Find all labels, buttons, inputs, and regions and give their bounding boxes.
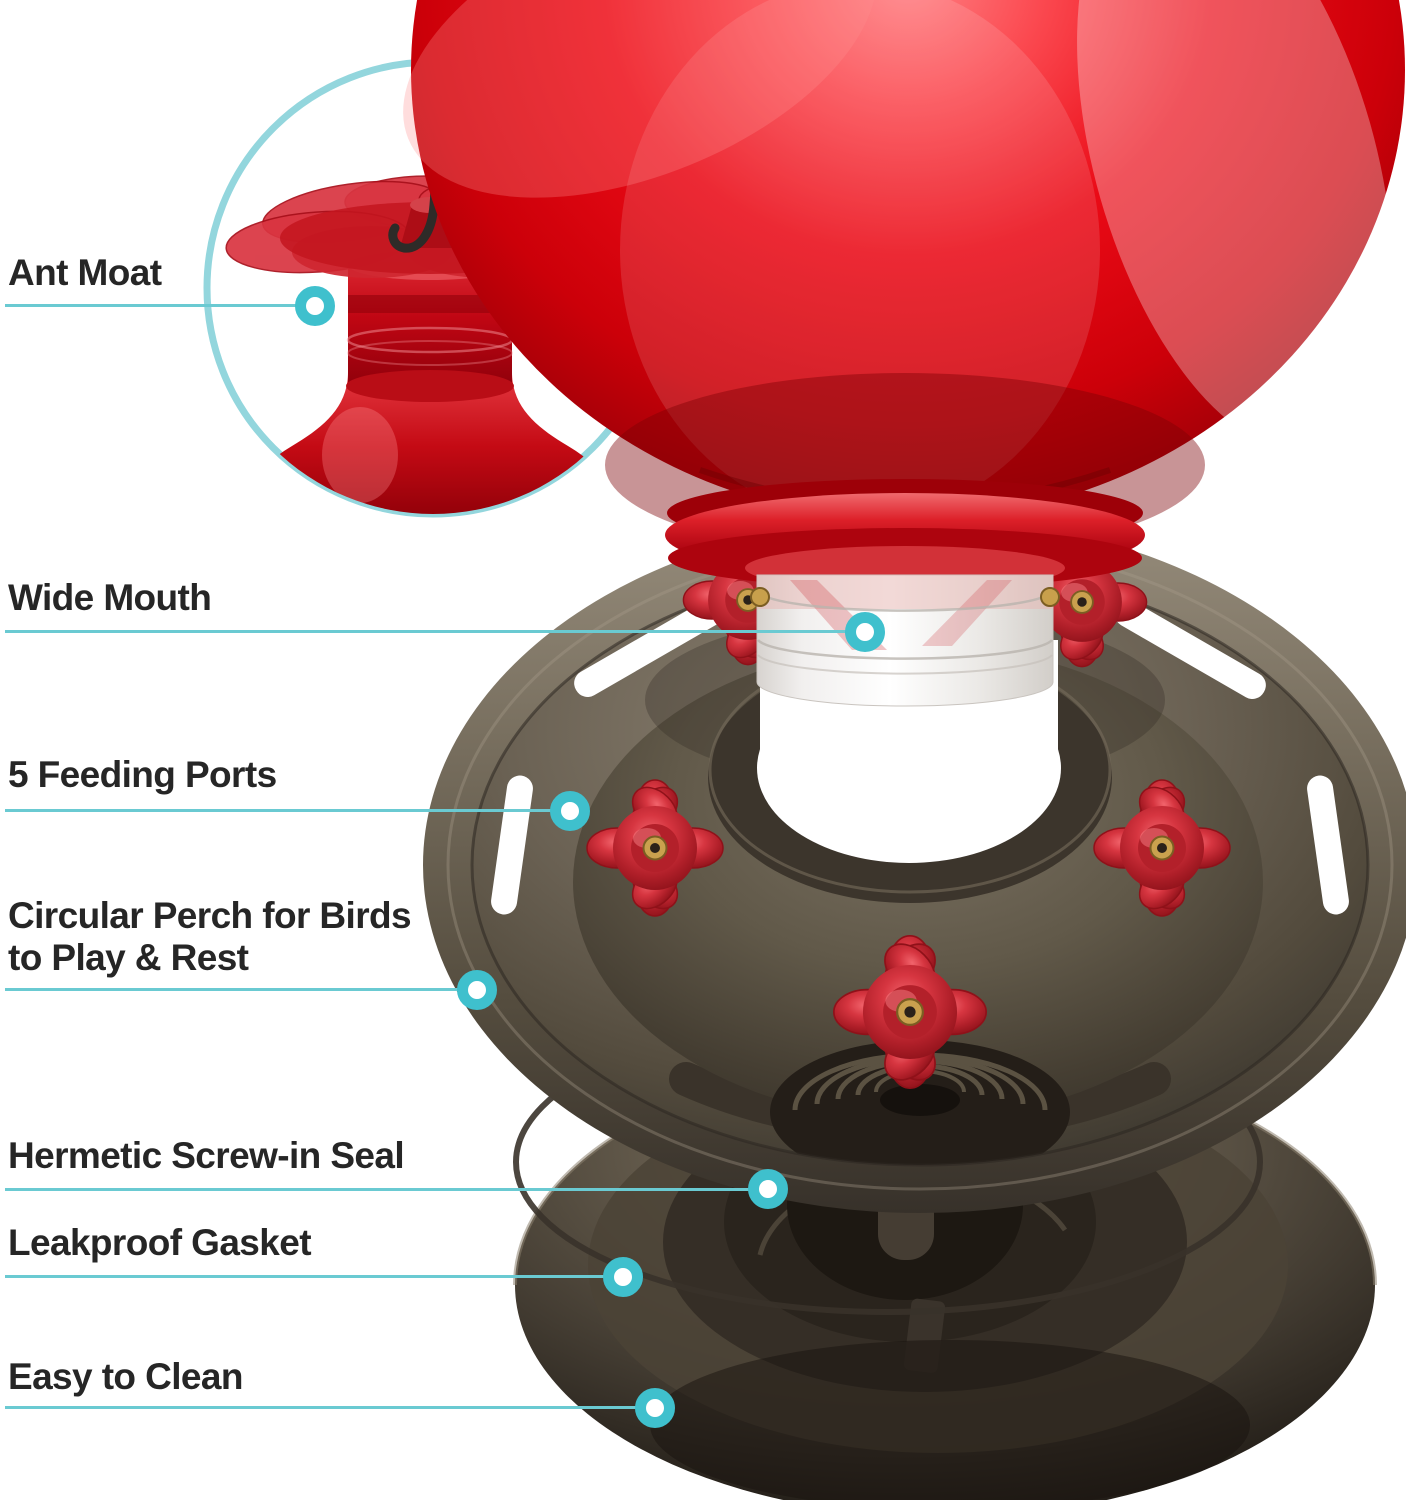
callout-line <box>5 1406 637 1409</box>
red-globe-reservoir <box>403 0 1405 707</box>
callout-label: Hermetic Screw-in Seal <box>8 1135 405 1176</box>
callout-marker-icon <box>845 612 885 652</box>
callout-marker-icon <box>550 791 590 831</box>
callout-label: Circular Perch for Birds to Play & Rest <box>8 895 412 979</box>
callout-line <box>5 630 847 633</box>
callout-label-line1: Circular Perch for Birds <box>8 895 412 936</box>
callout-marker-icon <box>603 1257 643 1297</box>
callout-marker-icon <box>748 1169 788 1209</box>
callout-marker-icon <box>295 286 335 326</box>
callout-marker-icon <box>457 970 497 1010</box>
wide-mouth-neck <box>750 574 1060 707</box>
callout-label: Easy to Clean <box>8 1356 243 1397</box>
callout-line <box>5 304 297 307</box>
callout-line <box>5 809 553 812</box>
callout-line <box>5 1275 605 1278</box>
callout-label: Wide Mouth <box>8 577 212 618</box>
callout-label: 5 Feeding Ports <box>8 754 277 795</box>
callout-label: Leakproof Gasket <box>8 1222 312 1263</box>
callout-marker-icon <box>635 1388 675 1428</box>
globe-collar <box>665 479 1145 590</box>
callout-line <box>5 1188 750 1191</box>
grommet-clip-right <box>1040 587 1060 607</box>
grommet-clip-left <box>750 587 770 607</box>
callout-line <box>5 988 460 991</box>
wide-mouth-opening <box>757 673 1061 863</box>
callout-label-line2: to Play & Rest <box>8 936 249 978</box>
inset-bottle-top <box>256 372 604 514</box>
callout-label: Ant Moat <box>8 252 162 293</box>
